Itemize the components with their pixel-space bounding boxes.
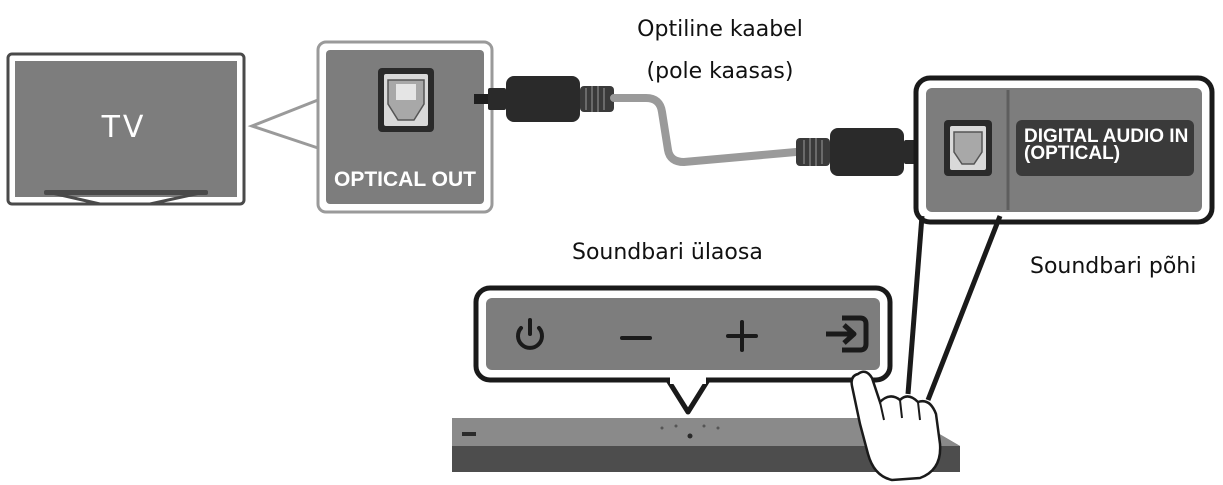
hand-icon [850,370,942,482]
digital-audio-in-label-line1: DIGITAL AUDIO IN [1024,126,1189,147]
tv-label: TV [101,109,147,145]
source-input-icon [826,315,869,353]
tv-callout-pointer [247,98,319,150]
optical-cable [610,94,800,167]
power-icon [516,318,544,350]
digital-audio-in-label: DIGITAL AUDIO IN (OPTICAL) [1024,126,1202,164]
soundbar-base-label: Soundbari põhi [1030,254,1197,279]
soundbar-top-callout [473,285,893,415]
cable-note: (pole kaasas) [646,59,794,84]
plus-icon [726,320,758,352]
cable-title: Optiline kaabel [637,17,803,42]
optical-out-label: OPTICAL OUT [334,168,476,191]
digital-audio-in-callout [905,75,1215,401]
optical-out-callout [316,40,494,214]
digital-audio-in-label-line2: (OPTICAL) [1024,143,1121,164]
soundbar-top-label: Soundbari ülaosa [572,240,763,265]
tv-illustration [6,52,246,206]
optical-plug-left [474,76,614,122]
